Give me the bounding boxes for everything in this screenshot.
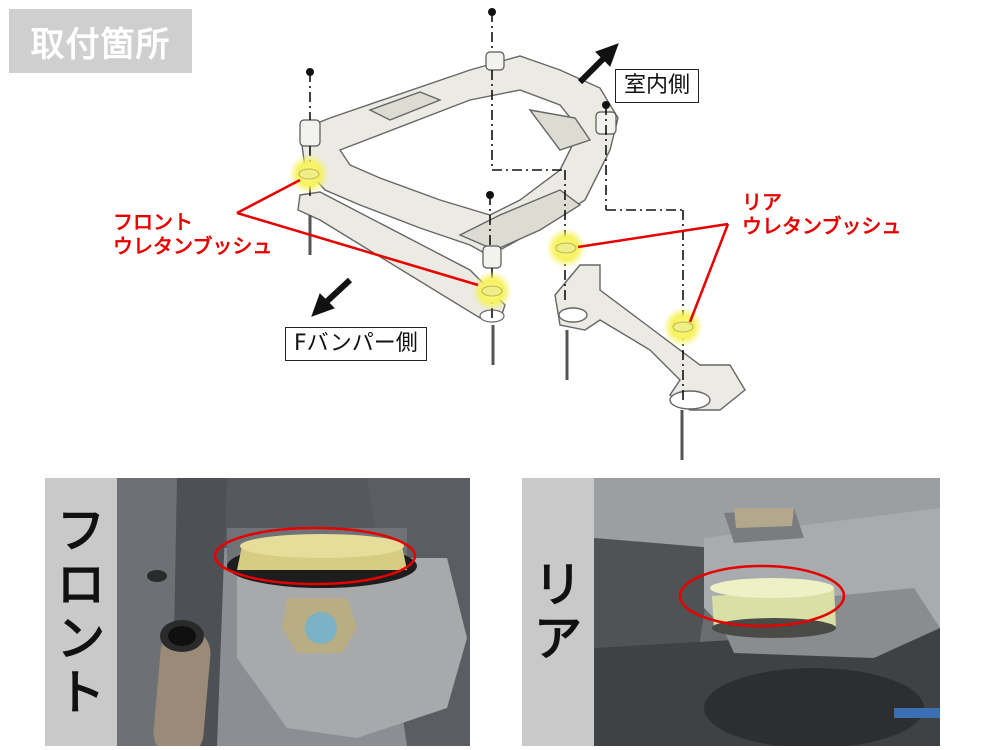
rear-photo-label-char: リ xyxy=(533,557,582,613)
cabin-side-label: 室内側 xyxy=(615,69,700,103)
front-photo-label-char: ロ xyxy=(56,557,105,613)
front-bush-label-line2: ウレタンブッシュ xyxy=(113,234,273,258)
rear-bush-label-line1: リア xyxy=(742,190,782,214)
rear-photo-label: リ ア xyxy=(522,478,594,746)
front-bush-label-line1: フロント xyxy=(113,210,193,234)
urethane-bush-markers xyxy=(289,154,703,347)
front-photo-label-char: フ xyxy=(56,503,105,559)
callout-lines xyxy=(236,178,730,323)
frame-mounts xyxy=(299,51,617,269)
bolt-heads xyxy=(306,8,610,199)
rear-bush-photo xyxy=(594,478,940,746)
page-title: 取付箇所 xyxy=(9,9,192,73)
front-bush-label: フロント ウレタンブッシュ xyxy=(113,210,272,258)
rear-link xyxy=(554,264,746,411)
arrow-cabin-icon xyxy=(577,43,619,85)
front-photo-label-char: ン xyxy=(56,611,105,667)
rear-photo-label-char: ア xyxy=(533,611,582,667)
rear-bush-label-line2: ウレタンブッシュ xyxy=(742,214,902,238)
front-photo-panel: フ ロ ン ト xyxy=(45,478,470,746)
subframe-body xyxy=(299,55,619,256)
front-bush-photo xyxy=(117,478,470,746)
front-photo-label-char: ト xyxy=(56,665,105,721)
rear-photo-panel: リ ア xyxy=(522,478,940,746)
arrow-bumper-icon xyxy=(311,277,353,317)
subframe-diagram xyxy=(236,8,746,460)
bumper-side-label: Fバンパー側 xyxy=(285,327,427,361)
front-photo-label: フ ロ ン ト xyxy=(45,478,117,746)
rear-bush-label: リア ウレタンブッシュ xyxy=(742,190,901,238)
